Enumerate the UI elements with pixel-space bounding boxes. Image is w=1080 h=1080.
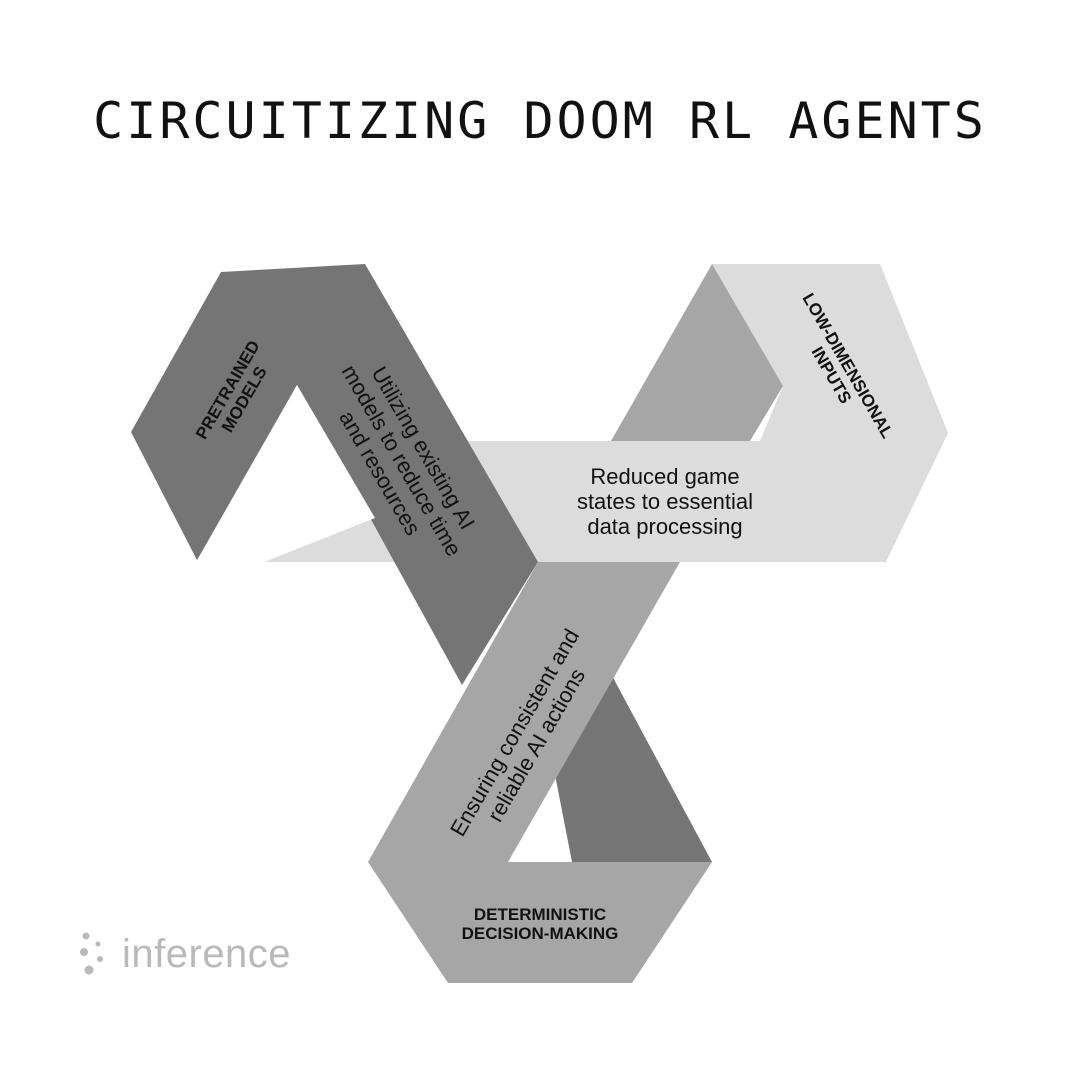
ribbon-gap-left xyxy=(196,385,375,562)
ribbon-band-dark xyxy=(131,264,538,685)
dots-icon xyxy=(80,932,103,975)
page-title: CIRCUITIZING DOOM RL AGENTS xyxy=(93,92,987,150)
segment-label-deterministic-decision-making: DETERMINISTIC DECISION-MAKING xyxy=(461,905,619,943)
logo-wordmark: inference xyxy=(122,931,292,976)
ribbon-band-mid-upper xyxy=(611,264,783,441)
segment-desc-low-dimensional-inputs: Reduced game states to essential data pr… xyxy=(576,464,754,539)
brand-logo: inference xyxy=(78,930,291,978)
ribbon-band-mid-lower xyxy=(368,562,712,983)
